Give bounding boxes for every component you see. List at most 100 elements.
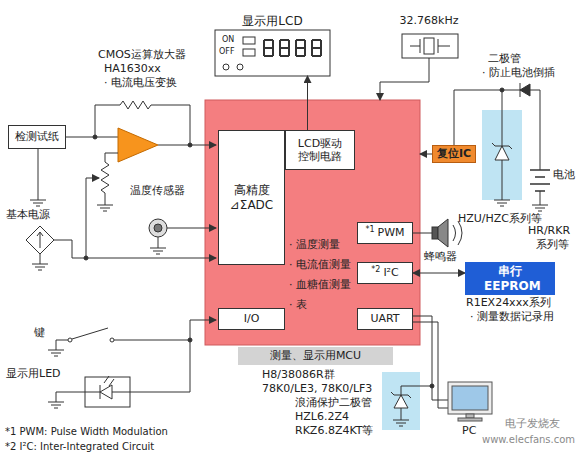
watermark: 电子发烧友: [505, 417, 560, 430]
part-name: 温度传感器: [130, 184, 185, 197]
label-anchor: 显示用LED: [6, 367, 61, 380]
lcd-segment: [280, 55, 289, 57]
buzzer-symbol: [432, 227, 438, 239]
lcd-segment: [320, 40, 322, 48]
part-number: H8/38086R群: [262, 368, 335, 381]
lcd-segment: [296, 47, 305, 49]
node-text: · 血糖值测量: [289, 278, 351, 291]
node-text: I/O: [244, 312, 260, 325]
lcd-segment: [264, 55, 273, 57]
lcd-segment: [295, 40, 297, 48]
label-anchor: 蜂鸣器: [424, 250, 457, 263]
node-text: *1: [365, 225, 374, 235]
lcd-digits: [264, 40, 321, 56]
node-text: I²C: [383, 266, 398, 279]
lcd-segment: [264, 39, 273, 41]
diode-symbol: [520, 84, 530, 96]
node-text: 32.768kHz: [400, 14, 459, 27]
text-anchor: · 表: [289, 298, 307, 311]
lcd-segment: [280, 39, 289, 41]
lcd-segment: [279, 40, 281, 48]
switch-symbol: [110, 338, 114, 342]
part-number: HA1630xx: [104, 62, 161, 75]
part-name: CMOS运算放大器: [98, 48, 186, 61]
label-anchor: 浪涌保护二极管: [295, 396, 372, 409]
node-fills: [205, 100, 420, 345]
part-number: 78K0/LE3, 78K0/LF3: [262, 382, 372, 395]
zener-diode-symbol: [492, 143, 512, 149]
series-name: 系列等: [536, 238, 569, 251]
part-name: 浪涌保护二极管: [295, 396, 372, 409]
signal-connector: [420, 154, 432, 155]
label-anchor: ON: [222, 35, 234, 45]
test-strip-box: 检测试纸: [8, 125, 66, 149]
ground-symbol: [150, 237, 166, 254]
part-name: 二极管: [488, 52, 521, 65]
lcd-segment: [311, 48, 313, 56]
junction-dot: [93, 135, 97, 139]
ground-symbol: [48, 392, 85, 408]
footnote: *1 PWM: Pulse Width Modulation: [5, 426, 168, 438]
lcd-segment: [263, 40, 265, 48]
io-box: I/O: [218, 308, 285, 330]
wire: [413, 233, 432, 234]
label-anchor: CMOS运算放大器: [98, 48, 186, 61]
series-name: HR/RKR: [528, 224, 570, 237]
label-anchor: RKZ6.8Z4KT等: [295, 424, 374, 437]
battery-symbol: [530, 170, 550, 191]
surge-diode-symbol: [391, 392, 411, 398]
node-text: · 表: [289, 298, 307, 311]
ground-symbol: [48, 340, 68, 356]
surge-diode-symbol: [394, 395, 408, 408]
uart-box: UART: [357, 308, 413, 330]
lcd-segment: [312, 47, 321, 49]
lcd-segment: [295, 48, 297, 56]
footnote: *2 I²C: Inter-Integrated Circuit: [5, 441, 154, 453]
label-anchor: H8/38086R群: [262, 368, 335, 381]
lcd-label: OFF: [219, 47, 235, 57]
lcd-segment: [296, 39, 305, 41]
lcd-driver-box: LCD驱动 控制电路: [285, 130, 355, 170]
resistor-symbol: [95, 101, 190, 145]
pc-screen: [452, 386, 488, 410]
label-anchor: HZL6.2Z4: [295, 410, 349, 423]
label-anchor: PC: [462, 424, 476, 437]
node-text: LCD驱动 控制电路: [292, 137, 348, 163]
zener-wire: [494, 90, 510, 206]
label-anchor: HA1630xx: [104, 62, 161, 75]
surge-wire: [393, 386, 432, 426]
temperature-sensor: [154, 224, 162, 232]
lcd-segment: [311, 40, 313, 48]
led-frame: [85, 377, 130, 407]
node-text: · 电流值测量: [289, 258, 351, 271]
lcd-segment: [272, 40, 274, 48]
potentiometer-symbol: [101, 153, 118, 205]
ground-symbol: [532, 191, 548, 211]
part-number: HZL6.2Z4: [295, 410, 349, 423]
lcd-segment: [263, 48, 265, 56]
junction-dot: [188, 143, 192, 147]
wire: [54, 240, 216, 258]
lcd-segment: [288, 48, 290, 56]
part-name: 键: [34, 326, 45, 339]
junction-dot: [500, 88, 504, 92]
node-text: UART: [370, 312, 399, 325]
label-anchor: · 防止电池倒插: [482, 66, 555, 79]
note: · 电流电压变换: [104, 76, 177, 89]
pc-monitor: [448, 382, 492, 414]
switch-symbol: [68, 338, 72, 342]
node-text: *2: [371, 265, 380, 275]
mcu-fill: [205, 100, 420, 345]
node-text: PWM: [378, 226, 405, 239]
lcd-segment: [264, 47, 273, 49]
label-anchor: 温度传感器: [130, 184, 185, 197]
led-symbol: [100, 385, 112, 399]
lcd-segment: [296, 55, 305, 57]
lcd-segment: [312, 39, 321, 41]
power-source-symbol: [26, 226, 54, 254]
pwm-box: *1 PWM: [357, 222, 413, 244]
diode-highlight: [382, 372, 420, 430]
label-anchor: 基本电源: [6, 208, 50, 221]
mcu-box: · 温度测量· 电流值测量· 血糖值测量· 表高精度 ⊿ΣADCLCD驱动 控制…: [205, 100, 420, 345]
